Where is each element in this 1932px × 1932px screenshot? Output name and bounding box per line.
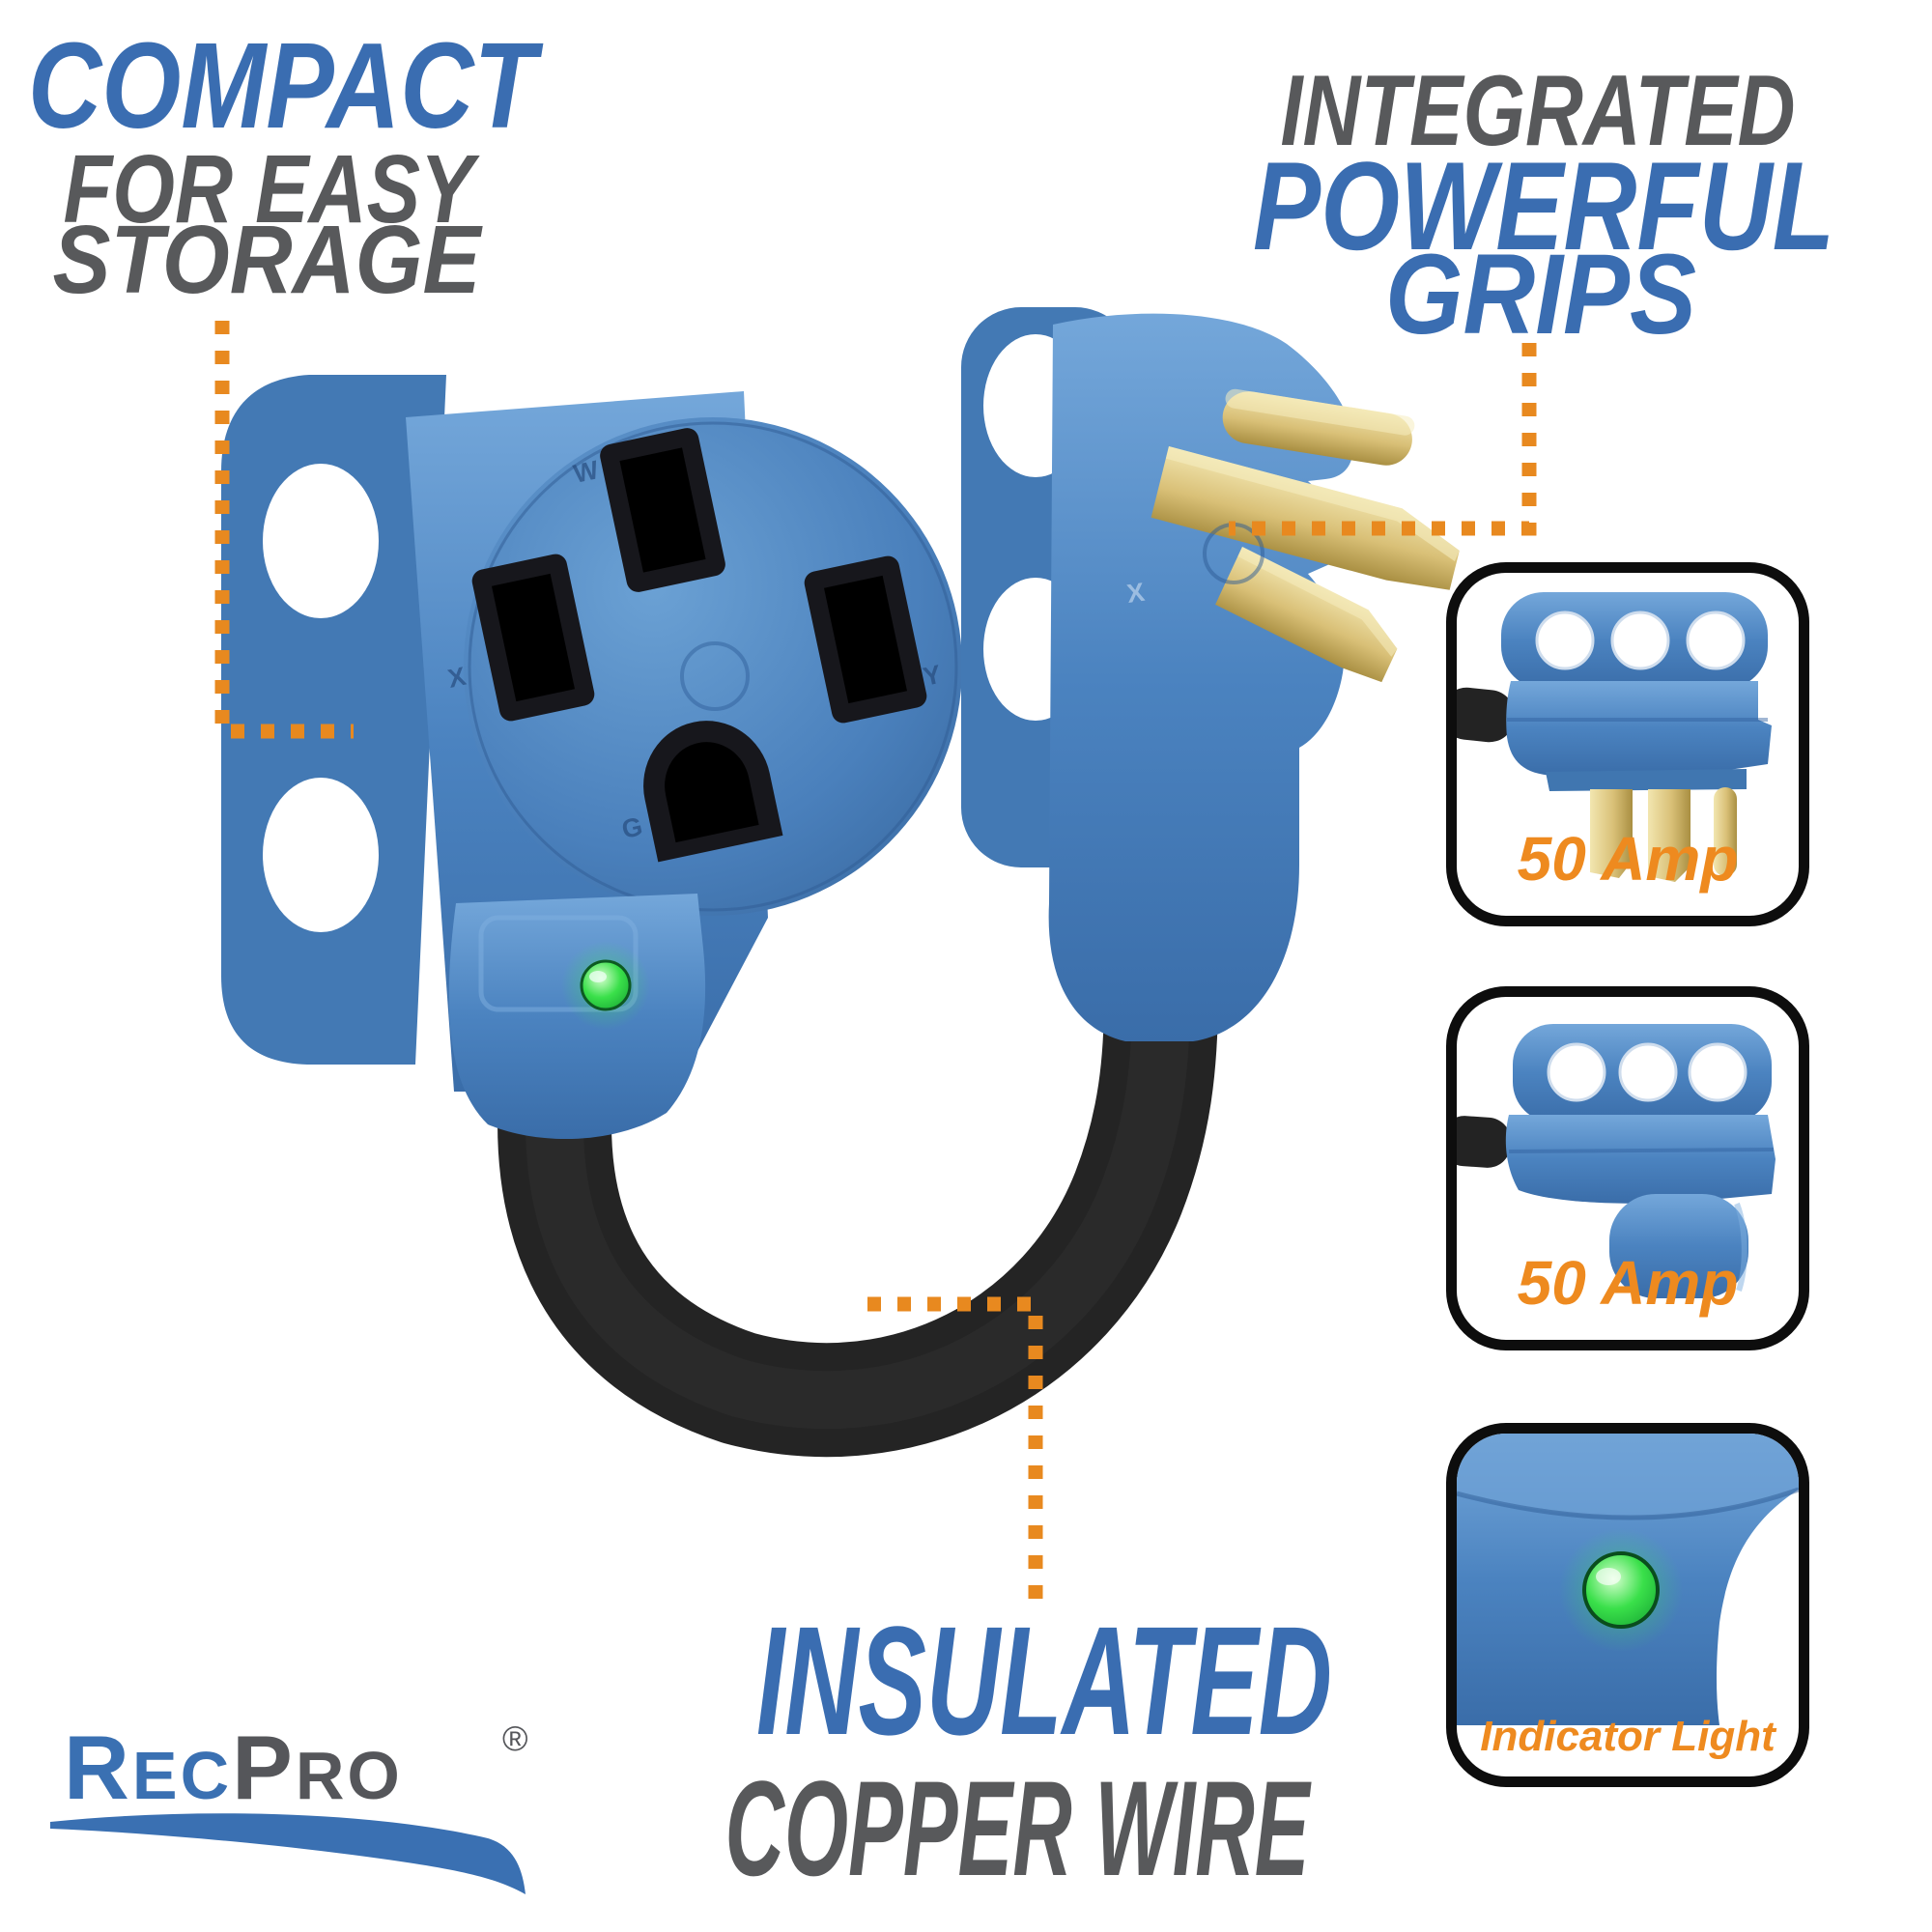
receptacle-side-view <box>1457 1024 1776 1298</box>
grips-title-line1: INTEGRATED <box>1281 55 1796 167</box>
inset1-caption: 50 Amp <box>1517 824 1739 894</box>
blade-prong <box>1590 789 1633 878</box>
x-blade-prong <box>1151 446 1460 590</box>
grips-title-line3: GRIPS <box>1385 231 1696 358</box>
inset-receptacle-50amp: 50 Amp <box>1446 986 1809 1350</box>
inset-indicator-light: Indicator Light <box>1446 1423 1809 1787</box>
slot-W <box>600 428 725 592</box>
flange-hole <box>263 464 379 618</box>
svg-text:RECPRO: RECPRO <box>64 1717 403 1818</box>
insulated-cable <box>497 938 1218 1458</box>
plug-side-view <box>1457 592 1772 882</box>
slot-G <box>643 721 783 863</box>
leader-grips <box>1229 343 1537 536</box>
receptacle-face <box>464 417 962 916</box>
slot-label-y: Y <box>921 660 944 692</box>
y-blade-prong <box>1215 547 1398 683</box>
ground-prong <box>1222 388 1415 466</box>
indicator-led <box>1582 1551 1660 1629</box>
inset3-caption: Indicator Light <box>1480 1713 1776 1760</box>
receptacle-head: W X Y G <box>221 375 962 1140</box>
receptacle-boot <box>1609 1194 1748 1298</box>
ground-prong <box>1714 787 1737 876</box>
flange-hole <box>263 778 379 932</box>
plug-head: X <box>961 307 1460 1041</box>
compact-title-line3: STORAGE <box>53 206 484 314</box>
plug-molded-label: X <box>1125 578 1147 609</box>
inset2-caption: 50 Amp <box>1517 1248 1739 1318</box>
indicator-led <box>580 959 632 1011</box>
insulated-title-line1: INSULATED <box>756 1594 1332 1767</box>
slot-label-x: X <box>445 662 469 694</box>
blade-prong <box>1648 789 1690 882</box>
leader-insulated <box>867 1296 1043 1604</box>
slot-X <box>471 554 595 722</box>
logo-rec-rest: EC <box>132 1738 232 1813</box>
recpro-logo: RECPRO ® <box>50 1717 528 1894</box>
logo-rec-initial: R <box>64 1717 132 1818</box>
grips-title-line2: POWERFUL <box>1253 135 1834 276</box>
logo-pro-rest: RO <box>296 1738 403 1813</box>
registered-mark: ® <box>502 1719 528 1758</box>
compact-title-line2: FOR EASY <box>64 135 481 243</box>
inset-plug-50amp: 50 Amp <box>1446 562 1809 926</box>
compact-title-line1: COMPACT <box>28 17 544 154</box>
cable-stub <box>1457 687 1516 743</box>
logo-pro-initial: P <box>232 1717 296 1818</box>
slot-Y <box>804 555 927 724</box>
logo-swoosh <box>50 1813 526 1894</box>
cable-stub <box>1457 1116 1512 1168</box>
indicator-light-closeup <box>1457 1434 1799 1725</box>
insulated-title-line2: COPPER WIRE <box>725 1752 1312 1904</box>
